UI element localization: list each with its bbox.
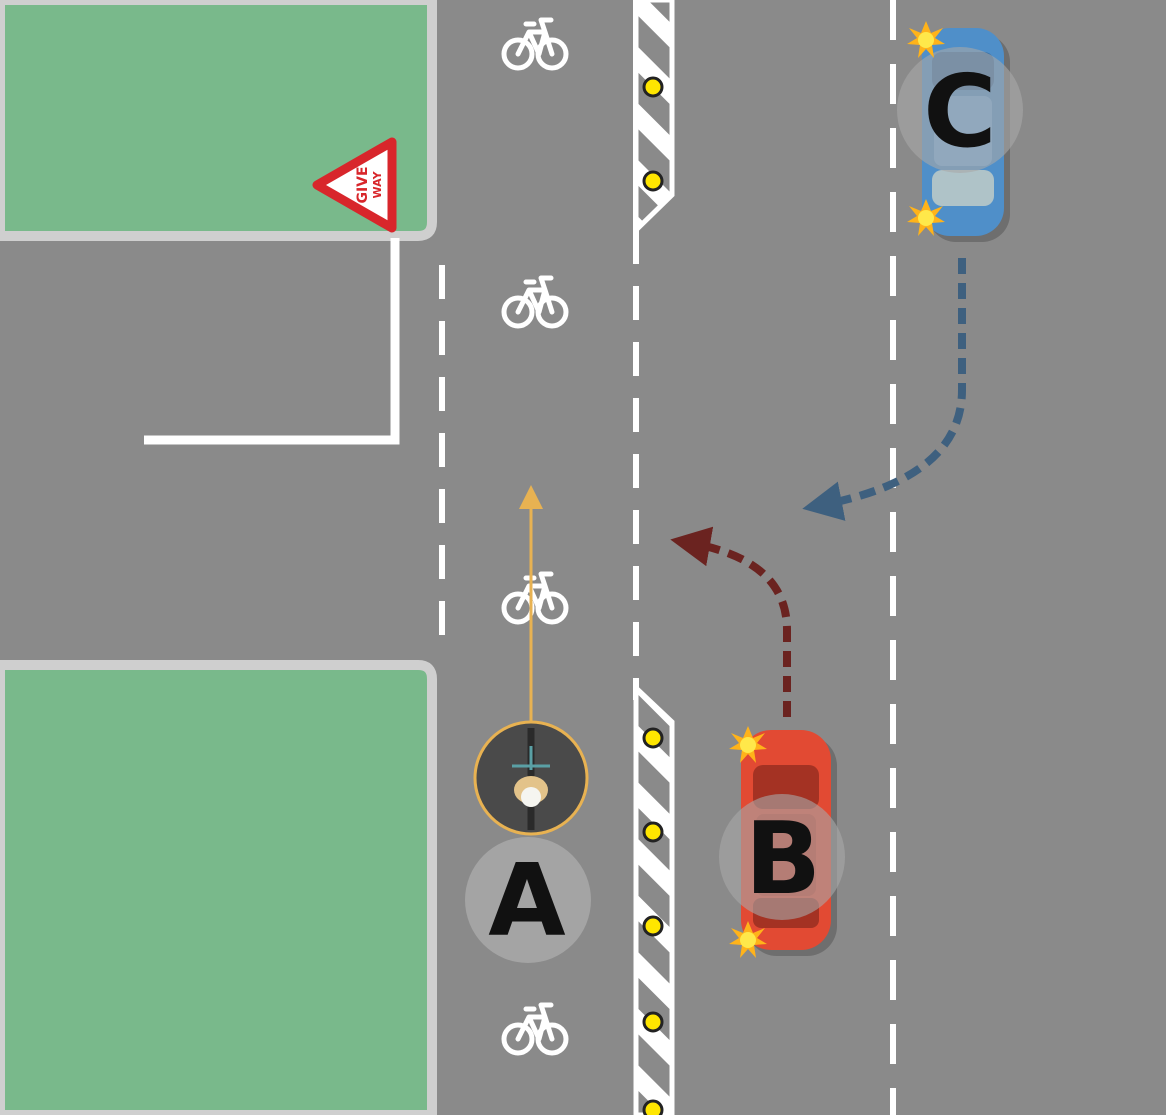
- give-way-sign-line1: GIVE: [355, 166, 371, 203]
- cyclist-icon: [475, 722, 587, 834]
- label-c: C: [923, 53, 996, 170]
- reflector: [644, 823, 662, 841]
- hatched-separator-bottom: [636, 688, 672, 1115]
- reflector: [644, 172, 662, 190]
- reflector: [644, 1101, 662, 1115]
- reflector: [644, 729, 662, 747]
- give-way-sign-line2: WAY: [371, 170, 384, 198]
- hatched-separator-top: [636, 0, 672, 230]
- grass-block-bottom-left: [0, 665, 432, 1115]
- reflector: [644, 917, 662, 935]
- reflector: [644, 78, 662, 96]
- label-b: B: [745, 800, 821, 917]
- label-a: A: [488, 842, 565, 959]
- reflector: [644, 1013, 662, 1031]
